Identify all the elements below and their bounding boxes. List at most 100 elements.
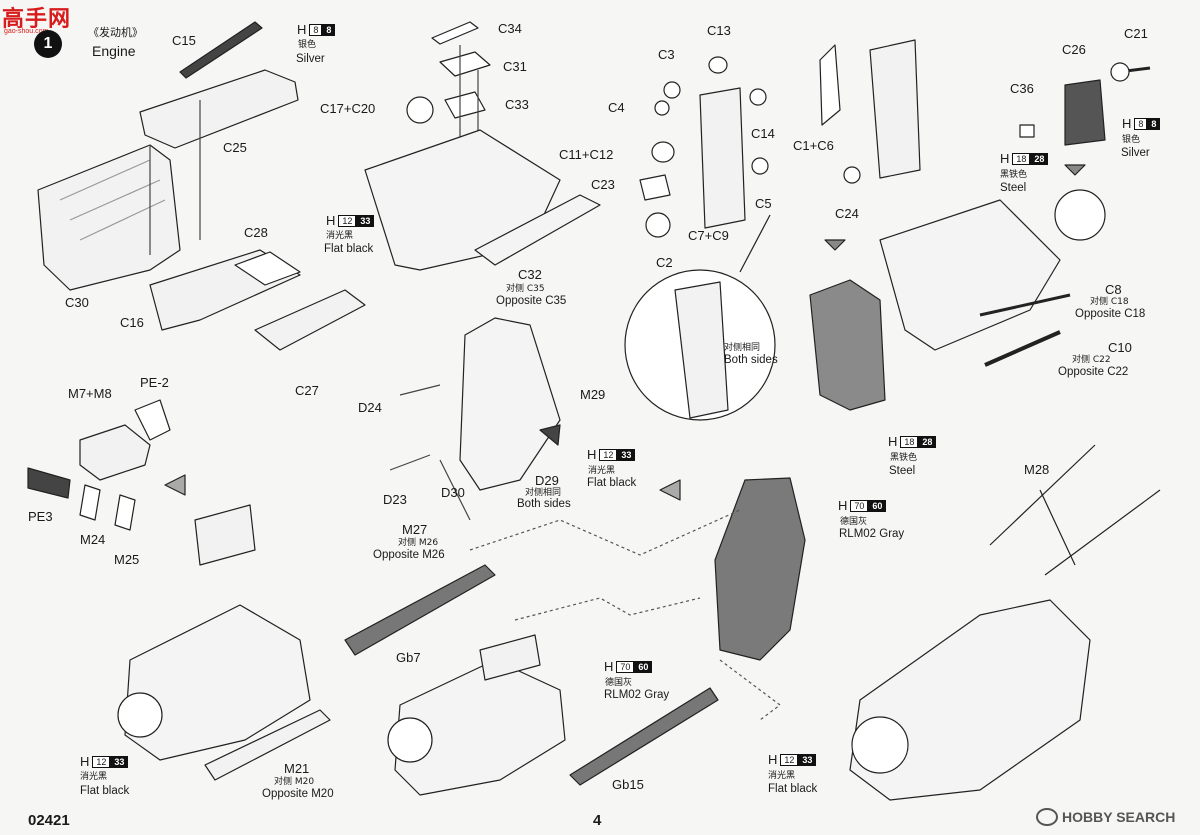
center-top-engine [364, 129, 561, 271]
part-c31 [439, 51, 491, 77]
paint-code-steel: H 18 28 [888, 435, 937, 449]
paint-name-en: Flat black [768, 783, 818, 795]
part-label: C7+C9 [688, 228, 729, 243]
note-cn: 对侧 C18 [1090, 297, 1129, 307]
part-label: C23 [591, 177, 615, 192]
paint-code-box-dark: 28 [918, 436, 937, 448]
note-en: Both sides [517, 498, 571, 510]
part-label: PE-2 [140, 375, 169, 390]
right-engine [879, 199, 1061, 351]
paint-code-box: 8 [309, 24, 323, 36]
paint-code-box-dark: 28 [1030, 153, 1049, 165]
part-c33 [444, 91, 486, 119]
part-label: D23 [383, 492, 407, 507]
part-c27 [254, 289, 366, 351]
part-c34 [431, 21, 479, 45]
part-c7-c9 [699, 87, 746, 229]
product-code: 02421 [28, 812, 70, 829]
paint-code-box: 70 [616, 661, 635, 673]
paint-name-cn: 银色 [298, 40, 317, 50]
paint-code-box-dark: 33 [798, 754, 817, 766]
part-label: C33 [505, 97, 529, 112]
part-label: C21 [1124, 26, 1148, 41]
part-c36 [1019, 124, 1035, 138]
note-en: Opposite M26 [373, 549, 445, 561]
part-label: C30 [65, 295, 89, 310]
paint-code-steel: H 18 28 [1000, 152, 1049, 166]
part-label: C27 [295, 383, 319, 398]
paint-name-cn: 消光黑 [588, 466, 616, 476]
paint-code-flatblack: H 12 33 [326, 214, 375, 228]
page-number: 4 [593, 812, 602, 829]
paint-code-flatblack: H 12 33 [587, 448, 636, 462]
part-label: D30 [441, 485, 465, 500]
logo-text: 高手网 [2, 7, 72, 32]
paint-code-box-dark: 8 [322, 24, 336, 36]
part-label: Gb15 [612, 777, 644, 792]
paint-code-box: 70 [850, 500, 869, 512]
part-c1-c6 [819, 44, 841, 126]
part-label: C1+C6 [793, 138, 834, 153]
site-logo: 高手网 gao-shou.com [0, 0, 74, 38]
part-label: D24 [358, 400, 382, 415]
part-m21 [204, 709, 331, 781]
paint-name-cn: 消光黑 [768, 771, 796, 781]
part-label: C32 [518, 267, 542, 282]
part-label: C14 [751, 126, 775, 141]
paint-name-en: Steel [889, 465, 916, 477]
note-cn: 对侧 C22 [1072, 355, 1111, 365]
section-title-en: Engine [92, 43, 136, 59]
paint-code-box-dark: 33 [356, 215, 375, 227]
paint-name-en: Silver [296, 53, 325, 65]
part-label: D29 [535, 473, 559, 488]
part-label: C3 [658, 47, 675, 62]
note-cn: 对侧 M20 [274, 777, 315, 787]
part-gb15 [569, 687, 719, 786]
step-number-badge: 1 [34, 30, 62, 58]
note-en: Opposite C22 [1058, 366, 1129, 378]
part-label: C17+C20 [320, 101, 376, 116]
paint-name-cn: 德国灰 [605, 678, 633, 688]
part-m7-m8 [79, 424, 151, 481]
detail-part [674, 281, 729, 419]
part-label: M24 [80, 532, 106, 547]
paint-code-box: 12 [92, 756, 111, 768]
part-label: M28 [1024, 462, 1050, 477]
part-label: C11+C12 [559, 147, 614, 162]
paint-code-box-dark: 33 [110, 756, 129, 768]
paint-code-box: 12 [599, 449, 618, 461]
part-c15-rod [179, 21, 263, 79]
paint-code-silver-right: H 8 8 [1122, 117, 1161, 131]
part-label: C15 [172, 33, 196, 48]
part-label: C24 [835, 206, 859, 221]
paint-name-cn: 消光黑 [326, 231, 354, 241]
note-en: Both sides [724, 354, 778, 366]
note-cn: 对侧 M26 [398, 538, 439, 548]
part-label: C4 [608, 100, 625, 115]
part-label: C10 [1108, 340, 1132, 355]
paint-code-rlm02: H 70 60 [604, 660, 653, 674]
part-label: M25 [114, 552, 140, 567]
paint-code-silver-top: H 8 8 [297, 23, 336, 37]
paint-code-box-dark: 33 [617, 449, 636, 461]
paint-code-box: 12 [338, 215, 357, 227]
part-label: PE3 [28, 509, 53, 524]
hobby-search-logo-icon [1036, 808, 1058, 826]
part-c10 [984, 330, 1061, 367]
watermark-text: HOBBY SEARCH [1062, 809, 1176, 825]
logo-url: gao-shou.com [4, 28, 49, 35]
part-c30 [37, 144, 181, 291]
part-rlm02-plate [714, 477, 806, 661]
part-label: M7+M8 [68, 386, 112, 401]
paint-code-box-dark: 60 [868, 500, 887, 512]
paint-name-en: RLM02 Gray [604, 689, 670, 701]
paint-code-box: 12 [780, 754, 799, 766]
note-cn: 对侧 C35 [506, 284, 545, 294]
paint-name-cn: 银色 [1122, 135, 1141, 145]
part-plate-d [459, 317, 561, 491]
paint-code-box-dark: 60 [634, 661, 653, 673]
engine-bottom-right [849, 599, 1091, 801]
part-label: C5 [755, 196, 772, 211]
note-en: Opposite C35 [496, 295, 567, 307]
part-c32 [474, 194, 601, 266]
